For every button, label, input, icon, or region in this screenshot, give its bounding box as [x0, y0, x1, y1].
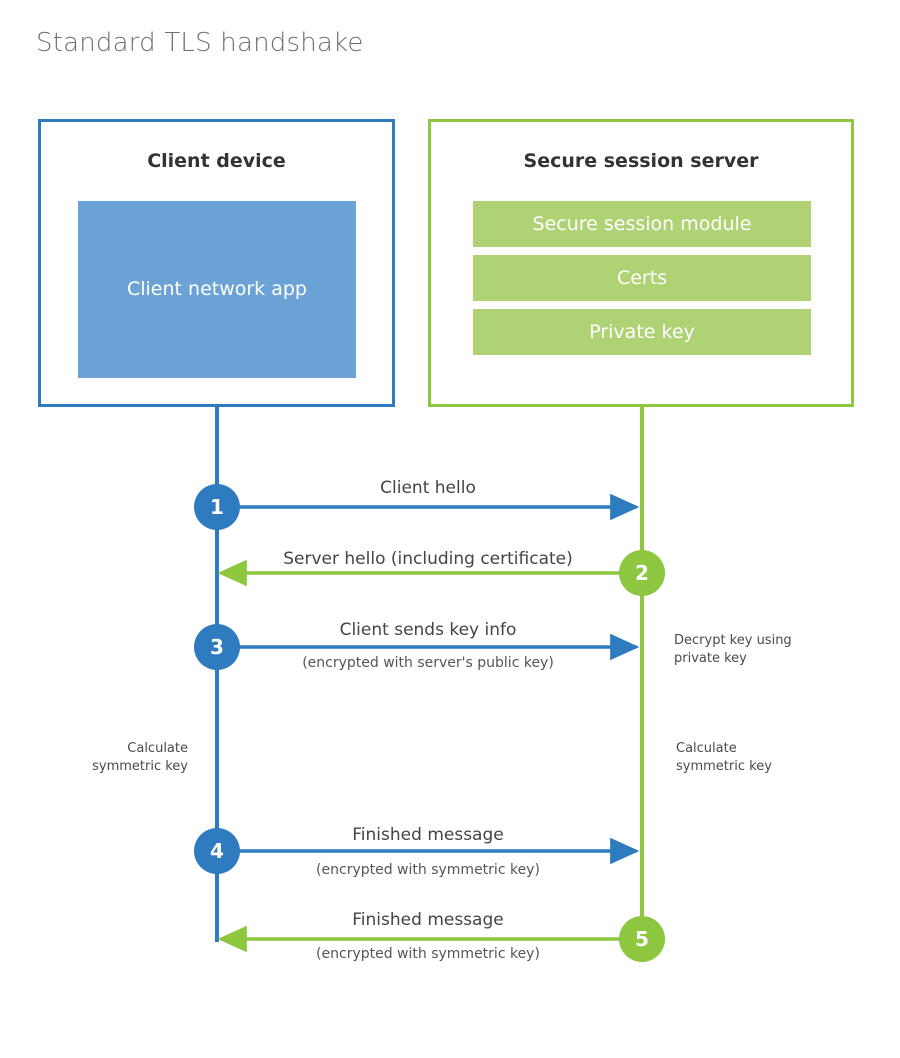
step-marker-1[interactable]: 1: [194, 484, 240, 530]
client-lifeline: [215, 406, 219, 942]
step-4-sublabel: (encrypted with symmetric key): [316, 862, 540, 878]
step-marker-4[interactable]: 4: [194, 828, 240, 874]
step-3-sublabel: (encrypted with server's public key): [302, 655, 554, 671]
client-network-app-block: Client network app: [78, 201, 356, 378]
step-1-label: Client hello: [380, 478, 476, 498]
step-marker-5[interactable]: 5: [619, 916, 665, 962]
step-4-label: Finished message: [352, 825, 504, 845]
secure-session-server-box: Secure session server Secure session mod…: [428, 119, 854, 407]
server-module-list: Secure session module Certs Private key: [473, 201, 811, 355]
server-module-secure-session-module: Secure session module: [473, 201, 811, 247]
step-5-sublabel: (encrypted with symmetric key): [316, 946, 540, 962]
step-2-label: Server hello (including certificate): [283, 549, 573, 569]
server-module-private-key: Private key: [473, 309, 811, 355]
step-marker-2[interactable]: 2: [619, 550, 665, 596]
page-title: Standard TLS handshake: [36, 28, 364, 58]
client-device-title: Client device: [147, 150, 286, 172]
server-module-certs: Certs: [473, 255, 811, 301]
step-5-label: Finished message: [352, 910, 504, 930]
annotation-client-calculate-symmetric-key: Calculate symmetric key: [92, 741, 188, 774]
step-marker-3[interactable]: 3: [194, 624, 240, 670]
client-device-box: Client device Client network app: [38, 119, 395, 407]
secure-session-server-title: Secure session server: [523, 150, 759, 172]
annotation-server-calculate-symmetric-key: Calculate symmetric key: [676, 741, 772, 774]
server-lifeline: [640, 406, 644, 940]
step-3-label: Client sends key info: [339, 620, 517, 640]
annotation-decrypt-key: Decrypt key using private key: [674, 633, 792, 666]
